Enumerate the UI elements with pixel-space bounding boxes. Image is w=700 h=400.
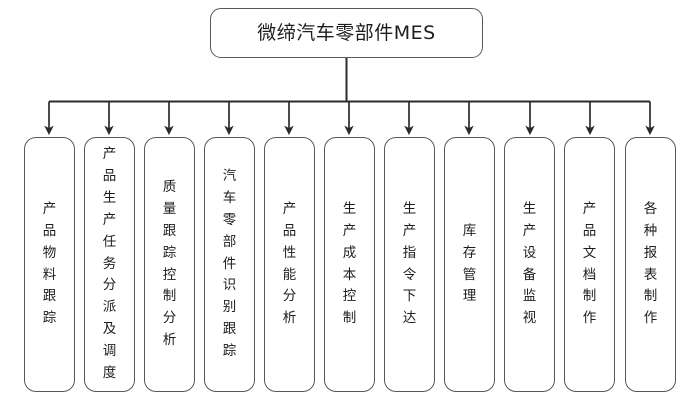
leaf-node-label: 产品生产任务分派及调度 — [102, 146, 117, 381]
leaf-node-label: 产品物料跟踪 — [42, 200, 57, 327]
leaf-node-label: 生产成本控制 — [342, 200, 357, 327]
leaf-node-label: 各种报表制作 — [643, 200, 658, 327]
leaf-node-label: 质量跟踪控制分析 — [162, 179, 177, 349]
leaf-node-3[interactable]: 质量跟踪控制分析 — [144, 137, 195, 392]
leaf-node-label: 库存管理 — [462, 222, 477, 305]
leaf-node-label: 产品性能分析 — [282, 200, 297, 327]
root-node-label: 微缔汽车零部件MES — [257, 21, 436, 44]
root-node-mes-system[interactable]: 微缔汽车零部件MES — [210, 8, 483, 58]
leaf-node-label: 生产指令下达 — [402, 200, 417, 327]
leaf-node-11[interactable]: 各种报表制作 — [625, 137, 676, 392]
leaf-node-6[interactable]: 生产成本控制 — [324, 137, 375, 392]
leaf-node-4[interactable]: 汽车零部件识别跟踪 — [204, 137, 255, 392]
leaf-node-1[interactable]: 产品物料跟踪 — [24, 137, 75, 392]
leaf-node-label: 产品文档制作 — [582, 200, 597, 327]
leaf-node-5[interactable]: 产品性能分析 — [264, 137, 315, 392]
leaf-node-2[interactable]: 产品生产任务分派及调度 — [84, 137, 135, 392]
leaf-node-10[interactable]: 产品文档制作 — [564, 137, 615, 392]
leaf-node-label: 汽车零部件识别跟踪 — [222, 168, 237, 359]
leaf-node-9[interactable]: 生产设备监视 — [504, 137, 555, 392]
leaf-node-label: 生产设备监视 — [522, 200, 537, 327]
leaf-node-8[interactable]: 库存管理 — [444, 137, 495, 392]
leaf-node-7[interactable]: 生产指令下达 — [384, 137, 435, 392]
